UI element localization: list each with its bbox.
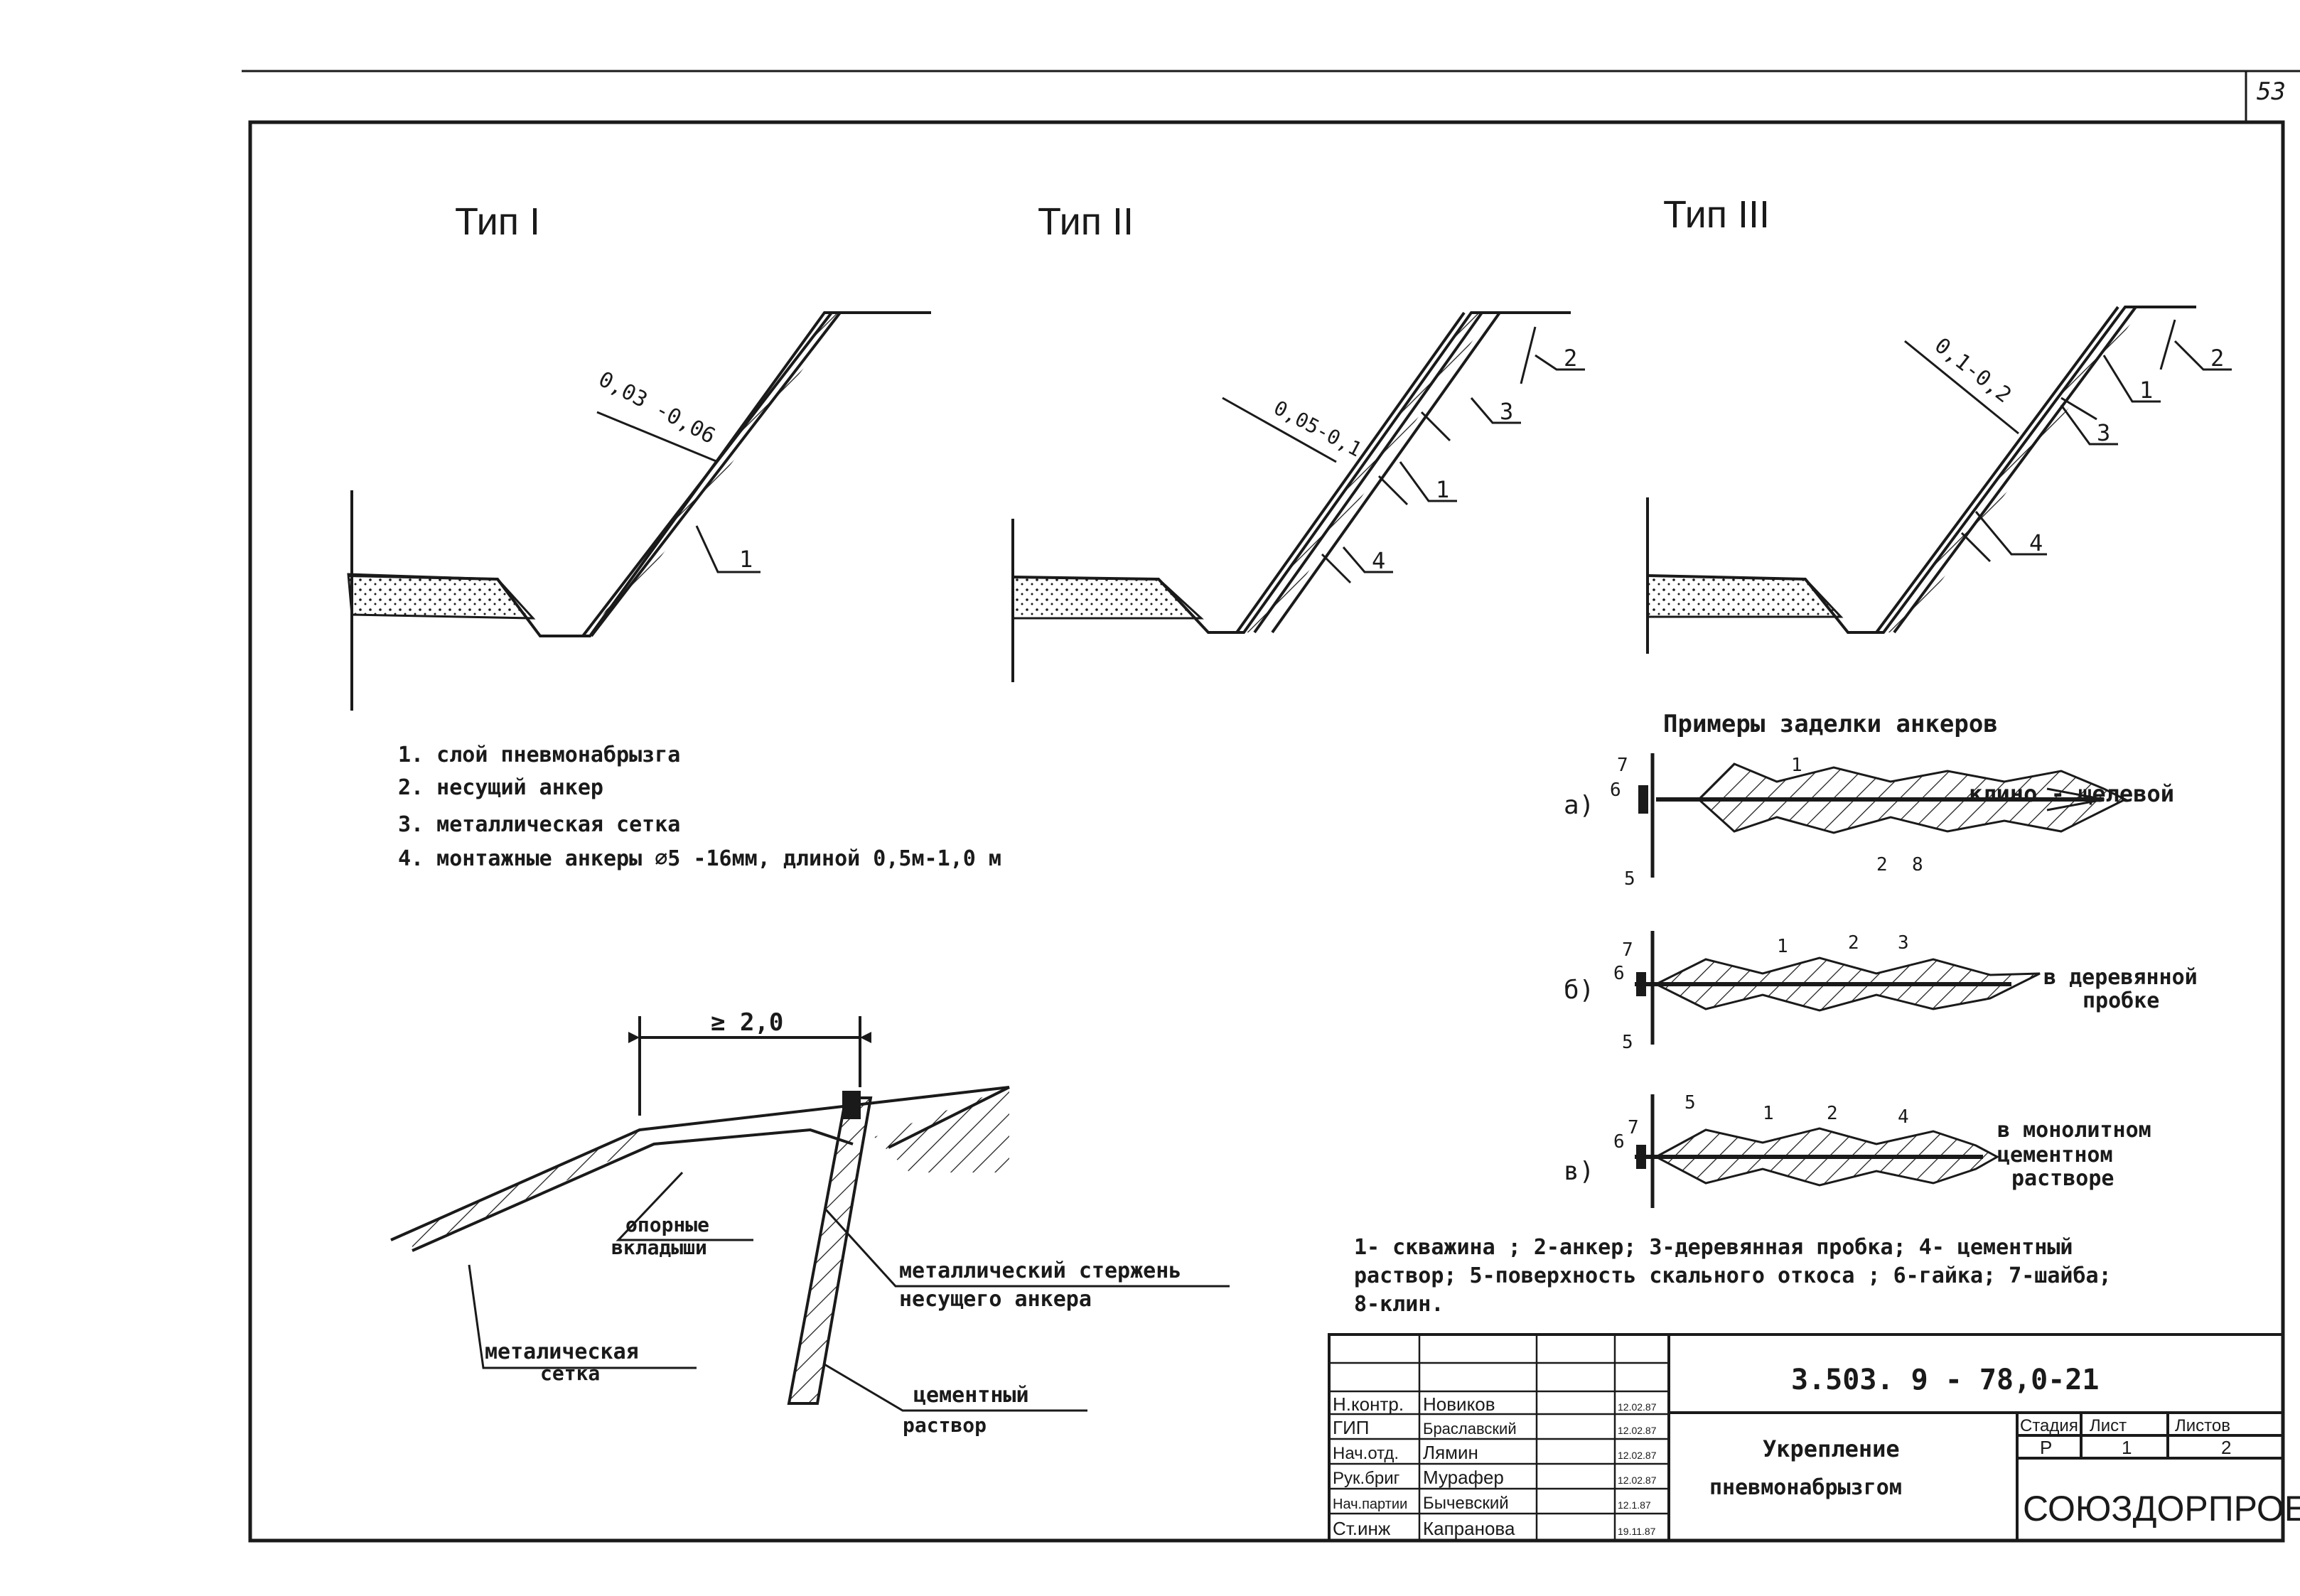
example-notes-1: 1- скважина ; 2-анкер; 3-деревянная проб… xyxy=(1354,1235,2073,1260)
legend-item-2: 2. несущий анкер xyxy=(398,775,603,800)
type-3-callout-1: 1 xyxy=(2139,377,2153,404)
example-b-num-5: 5 xyxy=(1622,1032,1633,1053)
example-c-caption-3: растворе xyxy=(2011,1166,2114,1191)
example-c-num-7: 7 xyxy=(1628,1117,1639,1138)
drawing-title-1: Укрепление xyxy=(1763,1435,1900,1462)
title-block: Н.контр. Новиков 12.02.87 ГИП Браславски… xyxy=(1328,1333,2300,1542)
example-b-caption-1: в деревянной xyxy=(2043,965,2198,990)
row-5-date: 12.1.87 xyxy=(1618,1499,1651,1511)
type-3-callout-4: 4 xyxy=(2029,529,2043,556)
example-c-num-4: 4 xyxy=(1898,1106,1909,1128)
stage-header: Стадия xyxy=(2020,1416,2078,1435)
type-2-callout-4: 4 xyxy=(1372,547,1385,574)
example-a-letter: а) xyxy=(1564,791,1594,820)
type-1-callout-1: 1 xyxy=(739,546,753,573)
example-b-num-7: 7 xyxy=(1622,939,1633,961)
example-a: а) 7 6 5 1 2 8 клино - щелевой xyxy=(1564,753,2174,890)
row-6-date: 19.11.87 xyxy=(1618,1526,1656,1537)
row-1-role: Н.контр. xyxy=(1333,1393,1404,1415)
type-3-title: Тип III xyxy=(1663,193,1770,236)
example-b-letter: б) xyxy=(1564,976,1594,1005)
sheets-value: 2 xyxy=(2221,1437,2231,1458)
example-c-caption-2: цементном xyxy=(1997,1143,2113,1168)
label-supports-2: вкладыши xyxy=(611,1236,707,1259)
type-2-section: Тип II 0,05-0,1 2 3 1 4 xyxy=(1011,200,1585,682)
example-c-num-6: 6 xyxy=(1613,1131,1625,1153)
example-a-caption: клино - щелевой xyxy=(1969,780,2174,807)
type-2-callout-2: 2 xyxy=(1564,345,1577,372)
example-a-num-2: 2 xyxy=(1876,854,1888,875)
example-c-letter: в) xyxy=(1564,1157,1594,1186)
legend-item-4: 4. монтажные анкеры ⌀5 -16мм, длиной 0,5… xyxy=(398,846,1001,871)
type-1-title: Тип I xyxy=(455,200,540,243)
row-3-name: Лямин xyxy=(1423,1442,1478,1463)
row-6-role: Ст.инж xyxy=(1333,1518,1391,1539)
label-mesh-2: сетка xyxy=(540,1362,600,1385)
anchor-detail: ≥ 2,0 опорные вкладыши металлический сте… xyxy=(390,1008,1230,1437)
example-c: в) 5 7 6 1 2 4 в монолитном цементном ра… xyxy=(1564,1092,2151,1208)
sheet-value: 1 xyxy=(2122,1437,2132,1458)
row-1-name: Новиков xyxy=(1423,1393,1495,1415)
type-3-callout-2: 2 xyxy=(2210,345,2224,372)
row-3-date: 12.02.87 xyxy=(1618,1450,1657,1461)
label-cement-1: цементный xyxy=(913,1383,1029,1408)
example-a-num-5: 5 xyxy=(1624,868,1635,890)
row-3-role: Нач.отд. xyxy=(1333,1444,1399,1463)
example-c-caption-1: в монолитном xyxy=(1997,1118,2151,1143)
example-b-num-3: 3 xyxy=(1898,932,1909,954)
type-2-title: Тип II xyxy=(1038,200,1134,243)
legend: 1. слой пневмонабрызга 2. несущий анкер … xyxy=(398,743,1001,871)
example-c-num-5: 5 xyxy=(1684,1092,1696,1114)
row-4-date: 12.02.87 xyxy=(1618,1474,1657,1486)
example-c-num-1: 1 xyxy=(1763,1103,1774,1124)
row-4-name: Мурафер xyxy=(1423,1467,1504,1488)
company-name: СОЮЗДОРПРОЕКТ xyxy=(2023,1489,2300,1528)
anchor-examples: Примеры заделки анкеров а) 7 6 5 1 2 8 к… xyxy=(1354,710,2198,1317)
row-5-name: Бычевский xyxy=(1423,1494,1509,1513)
type-3-section: Тип III 0,1-0,2 2 1 3 4 xyxy=(1646,193,2232,654)
row-5-role: Нач.партии xyxy=(1333,1497,1407,1512)
page-number: 53 xyxy=(2257,77,2286,106)
sheets-header: Листов xyxy=(2175,1416,2230,1435)
sheet-header: Лист xyxy=(2090,1416,2127,1435)
label-cement-2: раствор xyxy=(903,1413,987,1437)
legend-item-1: 1. слой пневмонабрызга xyxy=(398,743,680,767)
example-a-num-1: 1 xyxy=(1791,755,1802,776)
example-notes-2: раствор; 5-поверхность скального откоса … xyxy=(1354,1263,2112,1288)
anchor-spacing-dimension: ≥ 2,0 xyxy=(711,1008,783,1037)
drawing-code: 3.503. 9 - 78,0-21 xyxy=(1791,1364,2099,1396)
row-1-date: 12.02.87 xyxy=(1618,1401,1657,1413)
stage-value: Р xyxy=(2040,1437,2052,1458)
type-2-callout-1: 1 xyxy=(1436,476,1449,503)
drawing-title-2: пневмонабрызгом xyxy=(1709,1475,1902,1500)
row-2-date: 12.02.87 xyxy=(1618,1425,1657,1436)
type-3-callout-3: 3 xyxy=(2097,419,2110,446)
example-b: б) 7 6 5 1 2 3 в деревянной пробке xyxy=(1564,931,2198,1053)
example-a-num-7: 7 xyxy=(1617,755,1628,776)
sheet-frame xyxy=(242,70,2300,1543)
example-a-num-8: 8 xyxy=(1912,854,1923,875)
example-b-num-6: 6 xyxy=(1613,963,1625,984)
example-b-caption-2: пробке xyxy=(2083,988,2159,1013)
example-b-num-1: 1 xyxy=(1777,936,1788,957)
label-rod-2: несущего анкера xyxy=(899,1287,1092,1312)
row-2-name: Браславский xyxy=(1423,1420,1517,1438)
type-2-callout-3: 3 xyxy=(1500,398,1513,425)
example-a-num-6: 6 xyxy=(1610,780,1621,801)
example-notes-3: 8-клин. xyxy=(1354,1292,1444,1317)
label-rod-1: металлический стержень xyxy=(899,1258,1181,1283)
row-6-name: Капранова xyxy=(1423,1518,1515,1539)
legend-item-3: 3. металлическая сетка xyxy=(398,812,680,837)
anchor-examples-title: Примеры заделки анкеров xyxy=(1663,710,1998,738)
label-supports-1: опорные xyxy=(625,1213,709,1236)
type-1-section: Тип I 0,03 -0,06 1 xyxy=(347,200,931,711)
example-c-num-2: 2 xyxy=(1827,1103,1838,1124)
label-mesh-1: металическая xyxy=(485,1339,639,1364)
example-b-num-2: 2 xyxy=(1848,932,1859,954)
row-2-role: ГИП xyxy=(1333,1417,1369,1438)
row-4-role: Рук.бриг xyxy=(1333,1469,1400,1488)
